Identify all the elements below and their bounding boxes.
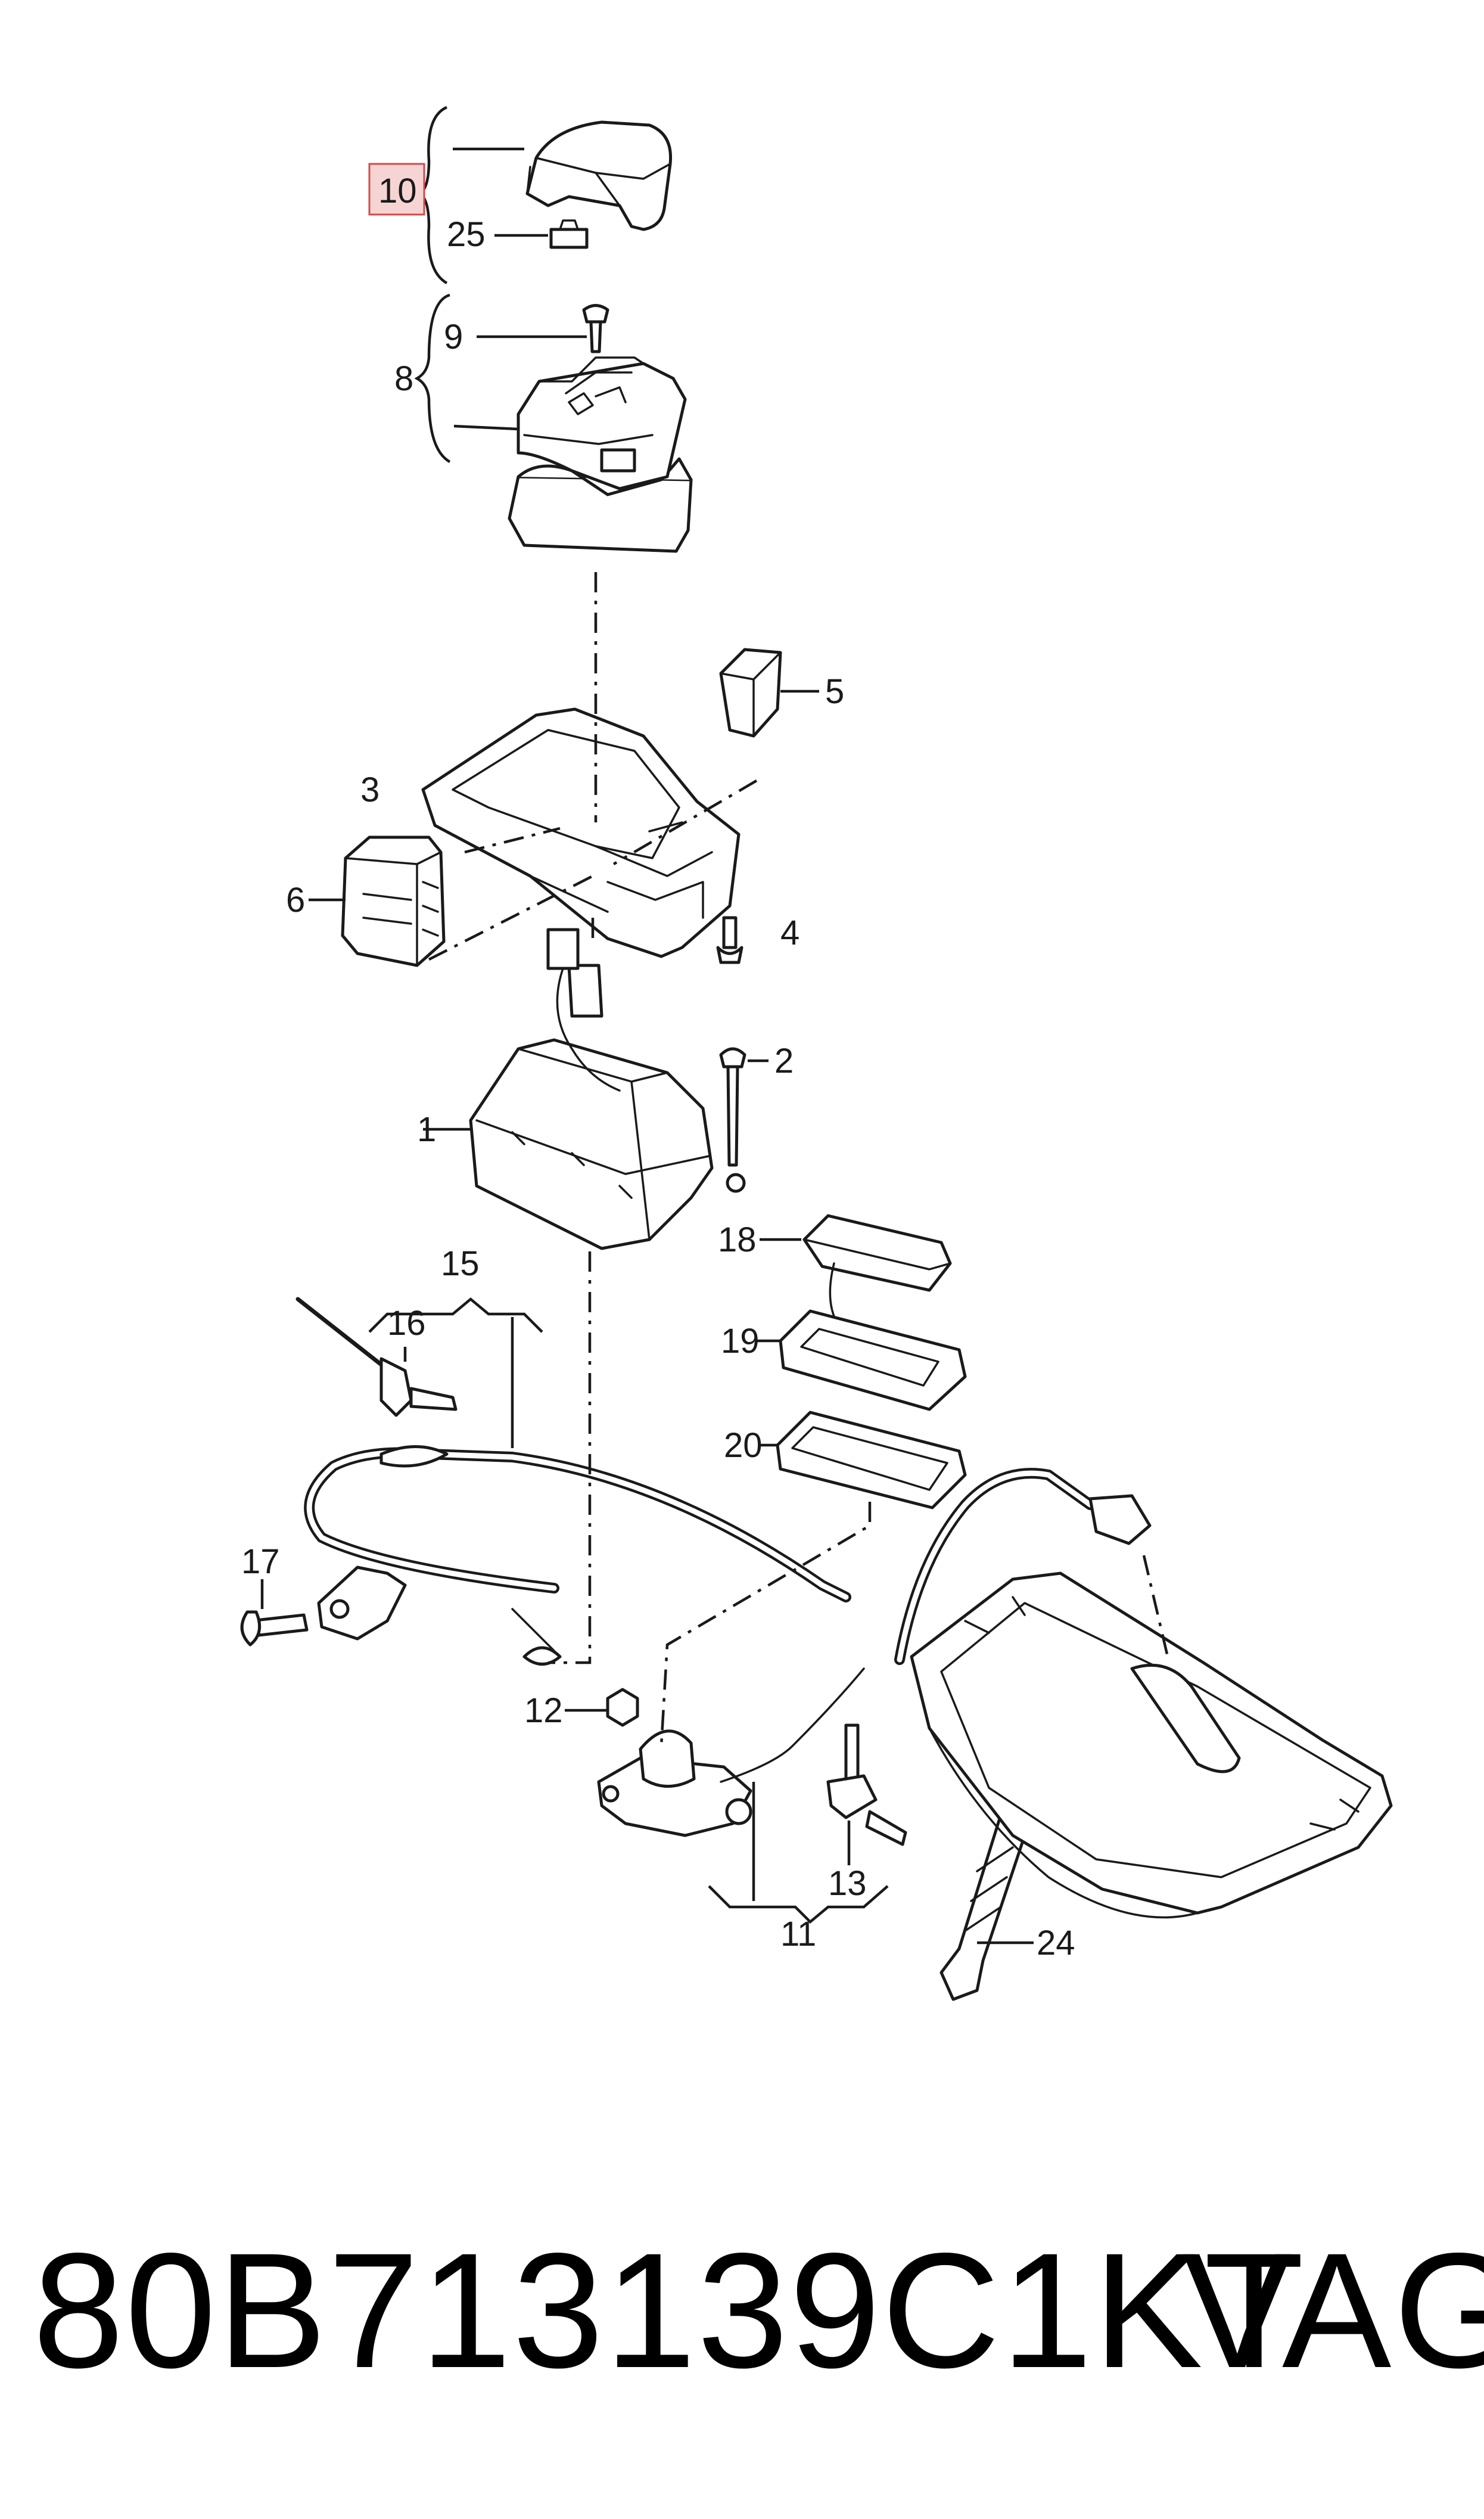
switch-5-part [719, 648, 782, 738]
callout-13[interactable]: 13 [828, 1864, 867, 1903]
callout-24[interactable]: 24 [1037, 1924, 1075, 1962]
selector-mechanism-1-part [469, 928, 746, 1250]
seal-20-part [776, 1411, 967, 1509]
screw-4-part [716, 916, 743, 964]
callout-4[interactable]: 4 [780, 914, 799, 952]
nut-12-part [606, 1688, 639, 1727]
shift-knob-cover-part [525, 120, 673, 231]
callout-9[interactable]: 9 [444, 318, 463, 356]
harness-part [894, 1468, 1152, 1665]
retaining-clip-part [549, 219, 589, 249]
callout-11[interactable]: 11 [780, 1915, 816, 1953]
callout-3[interactable]: 3 [360, 771, 379, 809]
callout-20[interactable]: 20 [724, 1426, 763, 1465]
callout-16[interactable]: 16 [387, 1304, 426, 1343]
callout-2[interactable]: 2 [774, 1042, 794, 1080]
callout-19[interactable]: 19 [721, 1322, 760, 1361]
bracket-17-part [240, 1566, 407, 1647]
callout-10[interactable]: 10 [378, 172, 417, 210]
cable-end-11-part [597, 1667, 865, 1837]
console-housing-part [910, 1571, 1393, 1919]
highlight-box [368, 163, 425, 216]
callout-18[interactable]: 18 [718, 1220, 757, 1259]
clamp-13-part [826, 1723, 907, 1846]
selector-lever-part [508, 356, 693, 553]
cable-tie-16-part [295, 1297, 458, 1417]
screw-9-part [582, 304, 609, 353]
callout-17[interactable]: 17 [241, 1542, 280, 1581]
trim-panel-part [421, 707, 741, 958]
brand-label: VAG [1183, 2219, 1484, 2402]
callout-8[interactable]: 8 [394, 359, 413, 398]
callout-1[interactable]: 1 [417, 1110, 436, 1149]
selector-cable-15-part [304, 1445, 851, 1666]
callout-5[interactable]: 5 [825, 672, 844, 711]
switch-module-6-part [341, 835, 446, 967]
frame-19-part [779, 1309, 967, 1411]
screw-2-part [719, 1047, 746, 1167]
callout-25[interactable]: 25 [447, 215, 486, 254]
callout-6[interactable]: 6 [286, 881, 305, 920]
callout-12[interactable]: 12 [524, 1691, 563, 1730]
part-number-label: 80B713139C1KT [33, 2219, 1305, 2402]
callout-15[interactable]: 15 [441, 1244, 480, 1283]
